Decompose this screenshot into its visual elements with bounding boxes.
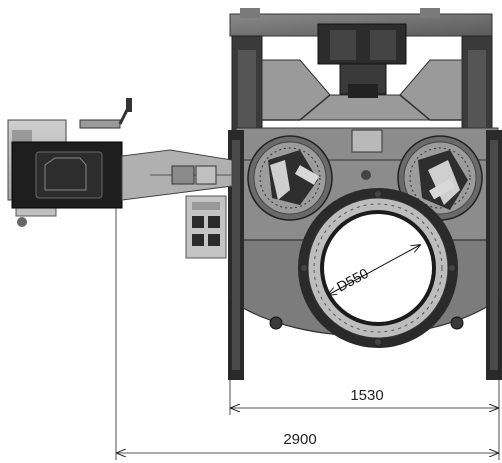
dimension-inner-label: 1530 bbox=[350, 387, 383, 404]
left-rotary-unit bbox=[247, 135, 333, 221]
dimension-outer-label: 2900 bbox=[283, 431, 316, 448]
left-arm-assembly bbox=[7, 98, 233, 227]
top-frame bbox=[229, 8, 493, 147]
control-panel bbox=[185, 195, 227, 259]
bore-diameter-line bbox=[328, 245, 420, 295]
right-rotary-unit bbox=[397, 135, 483, 221]
dimension-inner bbox=[229, 300, 500, 415]
dimension-outer bbox=[115, 208, 500, 460]
